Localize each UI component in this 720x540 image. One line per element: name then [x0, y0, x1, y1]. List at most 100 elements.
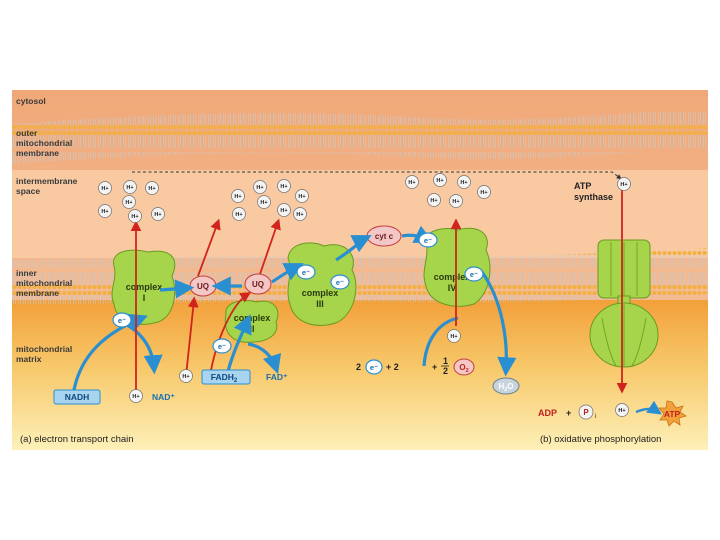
proton-ion: H+	[145, 181, 159, 195]
proton-ion-circle	[277, 203, 291, 217]
complex-4-label-a: complex	[434, 272, 471, 282]
electron-text: e⁻	[218, 342, 226, 351]
eq-plus-2: + 2	[386, 362, 399, 372]
label-outer-2: mitochondrial	[16, 138, 72, 148]
proton-ions: H+ H+ H+ H+ H+ H+ H+ H+ H+ H+ H+ H+ H+ H+ H+ H+ H+ H+ H+ H+…	[98, 173, 631, 417]
eq-half-den: 2	[443, 366, 448, 376]
water-badge: H2O	[492, 377, 520, 395]
cyt-c-node: cyt c	[366, 225, 402, 247]
complex-2-label-b: II	[249, 324, 254, 334]
proton-ion: H+	[122, 195, 136, 209]
o2-badge: O2	[453, 358, 475, 376]
adp-label: ADP	[538, 408, 557, 418]
proton-ion-circle	[405, 175, 419, 189]
proton-ion-circle	[231, 189, 245, 203]
label-outer-3: membrane	[16, 148, 59, 158]
proton-ion: H+	[231, 189, 245, 203]
proton-ion-label: H+	[460, 180, 467, 186]
proton-ion-label: H+	[620, 182, 627, 188]
proton-ion-circle	[253, 180, 267, 194]
proton-ion-label: H+	[154, 212, 161, 218]
label-matrix-2: matrix	[16, 354, 42, 364]
proton-ion-label: H+	[430, 198, 437, 204]
nadh-box: NADH	[53, 389, 101, 405]
proton-ion: H+	[98, 204, 112, 218]
proton-ion-label: H+	[182, 374, 189, 380]
uq-label-1: UQ	[197, 282, 209, 291]
proton-ion-circle	[617, 177, 631, 191]
proton-ion-circle	[128, 209, 142, 223]
proton-ion: H+	[257, 195, 271, 209]
label-matrix-1: mitochondrial	[16, 344, 72, 354]
proton-ion: H+	[98, 181, 112, 195]
proton-ion: H+	[277, 179, 291, 193]
proton-ion-circle	[615, 403, 629, 417]
atp-arrow	[635, 400, 662, 415]
proton-ion: H+	[277, 203, 291, 217]
proton-ion-label: H+	[436, 178, 443, 184]
proton-ion-label: H+	[132, 394, 139, 400]
proton-ion: H+	[253, 180, 267, 194]
proton-ion-label: H+	[126, 185, 133, 191]
etc-diagram: cytosol outer mitochondrial membrane int…	[12, 90, 708, 450]
nad-label: NAD⁺	[152, 392, 175, 402]
proton-ion-label: H+	[148, 186, 155, 192]
electron-arrow-nadh	[72, 313, 148, 391]
proton-ion-circle	[129, 389, 143, 403]
proton-ion-label: H+	[235, 212, 242, 218]
label-ims-1: intermembrane	[16, 176, 78, 186]
label-inner-1: inner	[16, 268, 37, 278]
electron-badges: e⁻ e⁻ e⁻ e⁻ e⁻ e⁻	[112, 232, 484, 354]
complex-2-label-a: complex	[234, 313, 271, 323]
proton-ion-circle	[122, 195, 136, 209]
proton-ion: H+	[433, 173, 447, 187]
complex-1-label-a: complex	[126, 282, 163, 292]
proton-ion-label: H+	[450, 334, 457, 340]
proton-ion: H+	[427, 193, 441, 207]
electron-badge-c4: e⁻	[464, 266, 484, 282]
dashed-return-line	[132, 171, 622, 180]
electron-text: e⁻	[336, 278, 344, 287]
uq-node-1: UQ	[189, 275, 217, 297]
complex-3-label-a: complex	[302, 288, 339, 298]
panel-a-label: (a) electron transport chain	[20, 434, 134, 445]
proton-ion: H+	[123, 180, 137, 194]
proton-arrow-uq2-out	[259, 218, 281, 275]
proton-ion-circle	[447, 329, 461, 343]
proton-ion-label: H+	[260, 200, 267, 206]
pi-badge: P i	[578, 404, 596, 420]
proton-ion-circle	[151, 207, 165, 221]
proton-ion-circle	[257, 195, 271, 209]
complex-1-label-b: I	[143, 293, 146, 303]
proton-ion: H+	[457, 175, 471, 189]
proton-ion-label: H+	[408, 180, 415, 186]
complex-3-label-b: III	[316, 299, 324, 309]
electron-text: e⁻	[470, 270, 478, 279]
proton-ion-circle	[145, 181, 159, 195]
proton-ion-label: H+	[298, 194, 305, 200]
proton-ion-circle	[98, 181, 112, 195]
electron-arrow-fad	[247, 342, 282, 375]
phosphorylation-equation: ADP + P i ATP	[538, 400, 687, 427]
proton-ion-label: H+	[234, 194, 241, 200]
proton-ion-circle	[295, 189, 309, 203]
electron-arrow-c4-loop	[422, 316, 459, 367]
proton-ion-label: H+	[280, 208, 287, 214]
proton-ion: H+	[295, 189, 309, 203]
proton-ion-label: H+	[480, 190, 487, 196]
eq-electron-badge: e⁻	[365, 359, 383, 375]
proton-ion-label: H+	[101, 186, 108, 192]
label-ims-2: space	[16, 186, 40, 196]
proton-ion-label: H+	[280, 184, 287, 190]
atp-burst: ATP	[658, 400, 687, 427]
proton-ion: H+	[477, 185, 491, 199]
complex-4-label-b: IV	[448, 283, 457, 293]
complex-3: complex III	[287, 242, 357, 326]
proton-ion-label: H+	[131, 214, 138, 220]
proton-ion-circle	[433, 173, 447, 187]
fad-label: FAD⁺	[266, 372, 288, 382]
proton-ion-circle	[449, 194, 463, 208]
electron-arrow-c4-water	[480, 271, 517, 377]
electron-badge-c1: e⁻	[112, 312, 132, 328]
proton-ion: H+	[293, 207, 307, 221]
